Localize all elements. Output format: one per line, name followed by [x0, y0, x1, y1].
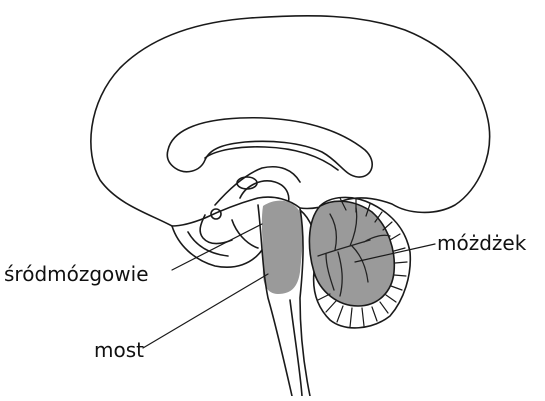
label-pons: most [94, 340, 144, 360]
leader-midbrain [172, 224, 262, 270]
hypothalamus [232, 220, 258, 248]
brainstem-shading [262, 201, 303, 294]
label-midbrain: śródmózgowie [4, 264, 149, 284]
fornix [215, 167, 300, 205]
cerebellum-shaded [309, 201, 394, 306]
anterior-commissure [237, 177, 257, 189]
leader-pons [143, 274, 268, 348]
label-cerebellum: móżdżek [437, 233, 526, 253]
